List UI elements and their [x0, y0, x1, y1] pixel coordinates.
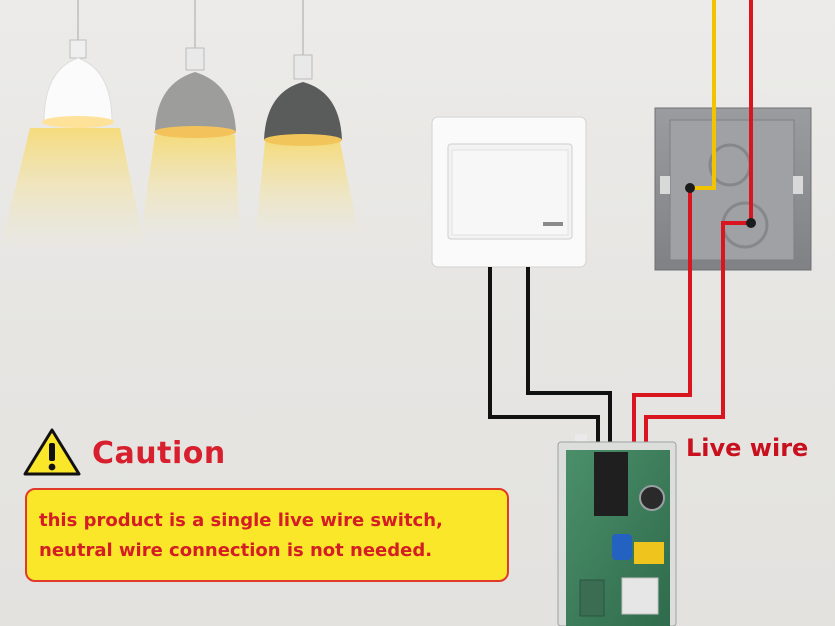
- warning-triangle-icon: [23, 428, 81, 476]
- caution-title: Caution: [92, 436, 226, 471]
- smart-switch-module: [557, 434, 677, 626]
- notice-line-1: this product is a single live wire switc…: [39, 510, 443, 531]
- notice-line-2: neutral wire connection is not needed.: [39, 540, 433, 561]
- pendant-lamp-dark: [255, 0, 360, 240]
- wall-light-switch: [431, 116, 587, 268]
- yellow-wire: [690, 0, 716, 190]
- red-wire-3: [644, 221, 751, 442]
- caution-notice-box: this product is a single live wire switc…: [25, 488, 509, 582]
- black-wire-1: [488, 267, 600, 442]
- pendant-lamp-white: [0, 0, 145, 250]
- red-wire-2: [632, 188, 692, 442]
- pendant-lamp-grey: [140, 0, 240, 240]
- live-wire-label: Live wire: [686, 434, 809, 462]
- junction-box: [654, 107, 812, 271]
- black-wire-2: [526, 267, 612, 442]
